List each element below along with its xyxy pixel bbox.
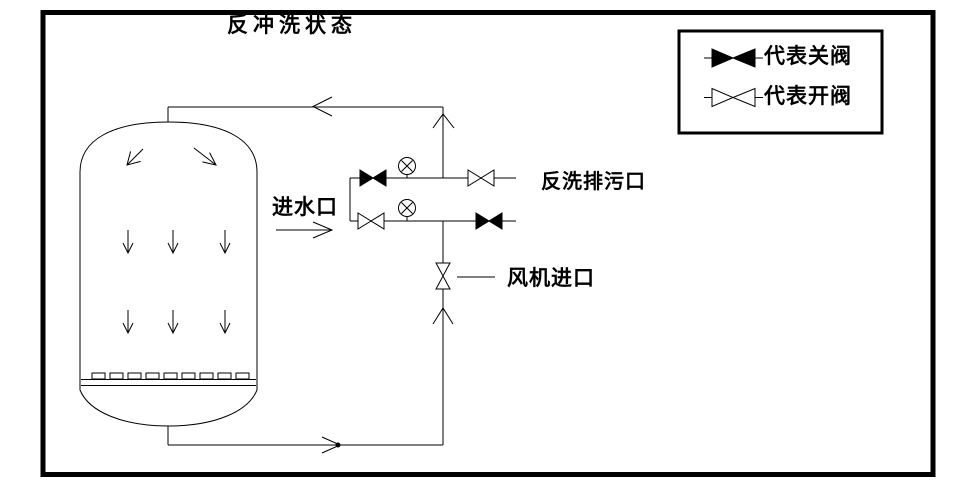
open-valve-top-right-icon bbox=[467, 169, 495, 187]
closed-valve-top-left-icon bbox=[359, 169, 387, 187]
filter-tank bbox=[79, 121, 258, 427]
pressure-gauge-bottom-icon bbox=[398, 199, 416, 221]
tank-flow-arrows bbox=[122, 147, 231, 335]
nozzle-caps bbox=[91, 372, 250, 380]
backwash-drain-label: 反洗排污口 bbox=[541, 171, 646, 193]
diagram-title: 反冲洗状态 bbox=[227, 14, 357, 37]
outer-border bbox=[40, 10, 936, 477]
open-valve-fan-line-icon bbox=[435, 262, 451, 290]
legend-box bbox=[677, 29, 884, 135]
water-inlet-label: 进水口 bbox=[272, 196, 338, 219]
legend-closed-valve-label: 代表关阀 bbox=[764, 45, 852, 68]
open-valve-bottom-left-icon bbox=[357, 212, 385, 230]
fan-inlet-label: 风机进口 bbox=[507, 267, 595, 290]
closed-valve-bottom-right-icon bbox=[475, 212, 503, 230]
flow-arrow-dot bbox=[335, 442, 341, 448]
water-inlet-arrow bbox=[276, 221, 334, 239]
pipe-flow-arrows bbox=[276, 96, 455, 454]
flow-arrow-left bbox=[311, 96, 333, 117]
legend-open-valve-icon bbox=[704, 87, 763, 108]
pressure-gauge-top-icon bbox=[398, 157, 416, 178]
flow-arrow-up-top bbox=[432, 113, 455, 129]
pipes bbox=[167, 106, 516, 446]
tank-outline bbox=[79, 121, 258, 427]
legend-open-valve-label: 代表开阀 bbox=[764, 85, 852, 108]
legend-closed-valve-icon bbox=[704, 48, 763, 68]
flow-arrow-up-bottom bbox=[432, 307, 454, 325]
filter-plate bbox=[81, 372, 256, 386]
